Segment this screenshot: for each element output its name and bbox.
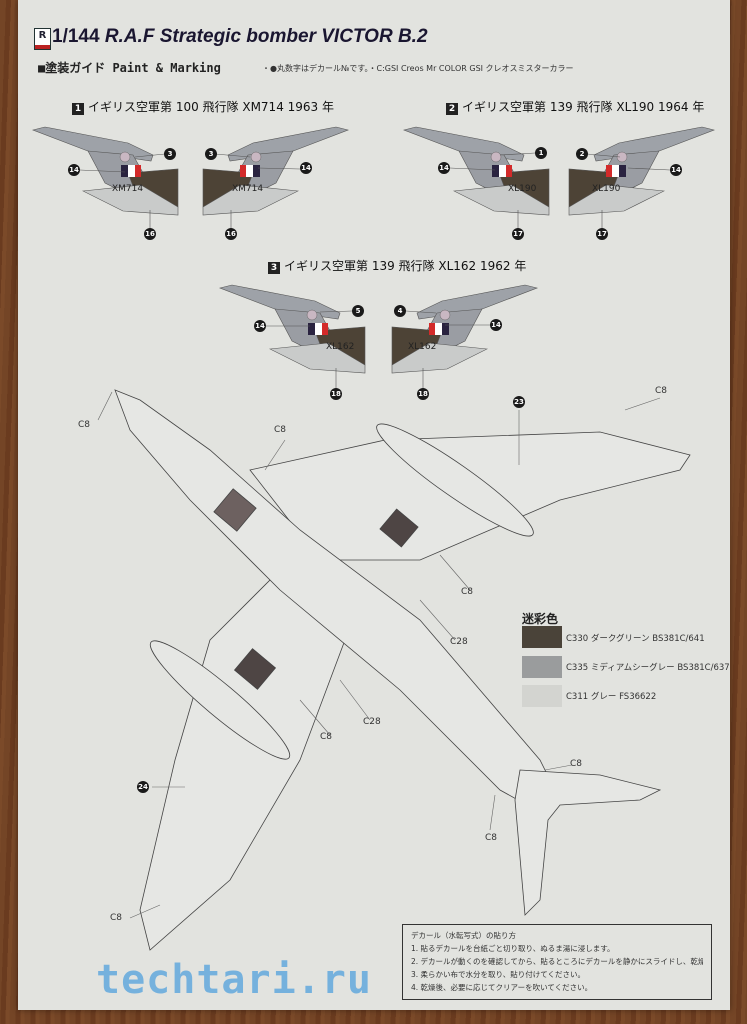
- decal-marker: 14: [670, 164, 682, 176]
- instruction-step: 2. デカールが動くのを確認してから、貼るところにデカールを静かにスライドし、乾…: [411, 957, 703, 966]
- scheme-number: 3: [268, 262, 280, 274]
- decal-marker: 24: [137, 781, 149, 793]
- serial-text: XL190: [592, 184, 621, 194]
- decal-marker: 1: [535, 147, 547, 159]
- instructions-title: デカール（水転写式）の貼り方: [411, 931, 516, 940]
- decal-marker: 17: [596, 228, 608, 240]
- decal-marker: 2: [576, 148, 588, 160]
- page-title: 1/144 R.A.F Strategic bomber VICTOR B.2: [52, 26, 428, 48]
- scheme-3-header: 3 イギリス空軍第 139 飛行隊 XL162 1962 年: [268, 257, 526, 274]
- swatch-medium-sea-grey: [522, 656, 562, 678]
- decal-marker: 5: [352, 305, 364, 317]
- scheme-1-header: 1 イギリス空軍第 100 飛行隊 XM714 1963 年: [72, 98, 334, 115]
- serial-text: XL190: [508, 184, 537, 194]
- decal-marker: 14: [300, 162, 312, 174]
- paint-callout-c8: C8: [655, 386, 668, 396]
- serial-text: XL162: [408, 342, 437, 352]
- paint-callout-c28: C28: [363, 717, 381, 727]
- wing-tank-lower: [149, 640, 291, 760]
- section-heading: ■塗装ガイド Paint & Marking: [38, 61, 221, 75]
- decal-marker: 3: [205, 148, 217, 160]
- tail-view-scheme1-right: [202, 126, 349, 216]
- watermark: techtari.ru: [96, 957, 372, 1003]
- legend-label: C330 ダークグリーン BS381C/641: [566, 634, 705, 644]
- scheme-number: 2: [446, 103, 458, 115]
- brand-logo: R: [34, 28, 51, 50]
- tail-view-scheme2-left: [403, 126, 550, 216]
- scale-label: 1/144: [52, 26, 100, 47]
- scheme-label: イギリス空軍第 100 飛行隊 XM714 1963 年: [88, 100, 334, 114]
- decal-note: ・●丸数字はデカール№です。・C:GSI Creos Mr COLOR GSI …: [262, 64, 574, 73]
- decal-marker: 14: [254, 320, 266, 332]
- decal-marker: 14: [490, 319, 502, 331]
- legend-label: C311 グレー FS36622: [566, 692, 657, 702]
- camouflage-legend-title: 迷彩色: [522, 612, 559, 626]
- decal-marker: 16: [225, 228, 237, 240]
- instruction-step: 4. 乾燥後、必要に応じてクリアーを吹いてください。: [411, 983, 593, 992]
- swatch-grey: [522, 685, 562, 707]
- paint-callout-c8: C8: [274, 425, 287, 435]
- paint-callout-c28: C28: [450, 637, 468, 647]
- decal-marker: 18: [330, 388, 342, 400]
- scheme-2-header: 2 イギリス空軍第 139 飛行隊 XL190 1964 年: [446, 98, 704, 115]
- scheme-label: イギリス空軍第 139 飛行隊 XL190 1964 年: [462, 100, 705, 114]
- swatch-dark-green: [522, 626, 562, 648]
- serial-text: XM714: [112, 184, 144, 194]
- model-name: R.A.F Strategic bomber VICTOR B.2: [104, 26, 428, 47]
- tail-view-scheme3-left: [219, 284, 366, 374]
- paint-callout-c8: C8: [78, 420, 91, 430]
- scheme-label: イギリス空軍第 139 飛行隊 XL162 1962 年: [284, 259, 527, 273]
- tail-view-scheme2-right: [568, 126, 715, 216]
- decal-marker: 16: [144, 228, 156, 240]
- decal-marker: 17: [512, 228, 524, 240]
- decal-marker: 4: [394, 305, 406, 317]
- wing-tank-upper: [376, 423, 534, 537]
- instruction-step: 3. 柔らかい布で水分を取り、貼り付けてください。: [411, 970, 586, 979]
- serial-text: XL162: [326, 342, 355, 352]
- legend-label: C335 ミディアムシーグレー BS381C/637: [566, 663, 730, 673]
- paint-callout-c8: C8: [320, 732, 333, 742]
- tailplane: [514, 769, 662, 916]
- aircraft-plan-view: [114, 389, 691, 951]
- paint-callout-c8: C8: [570, 759, 583, 769]
- decal-marker: 3: [164, 148, 176, 160]
- decal-marker: 23: [513, 396, 525, 408]
- decal-marker: 14: [438, 162, 450, 174]
- decal-marker: 14: [68, 164, 80, 176]
- scheme-number: 1: [72, 103, 84, 115]
- paint-callout-c8: C8: [110, 913, 123, 923]
- instruction-step: 1. 貼るデカールを台紙ごと切り取り、ぬるま湯に浸します。: [411, 944, 615, 953]
- paint-callout-c8: C8: [485, 833, 498, 843]
- decal-instructions-box: デカール（水転写式）の貼り方 1. 貼るデカールを台紙ごと切り取り、ぬるま湯に浸…: [402, 924, 712, 1000]
- decal-marker: 18: [417, 388, 429, 400]
- paint-callout-c8: C8: [461, 587, 474, 597]
- serial-text: XM714: [232, 184, 264, 194]
- tail-view-scheme3-right: [391, 284, 538, 374]
